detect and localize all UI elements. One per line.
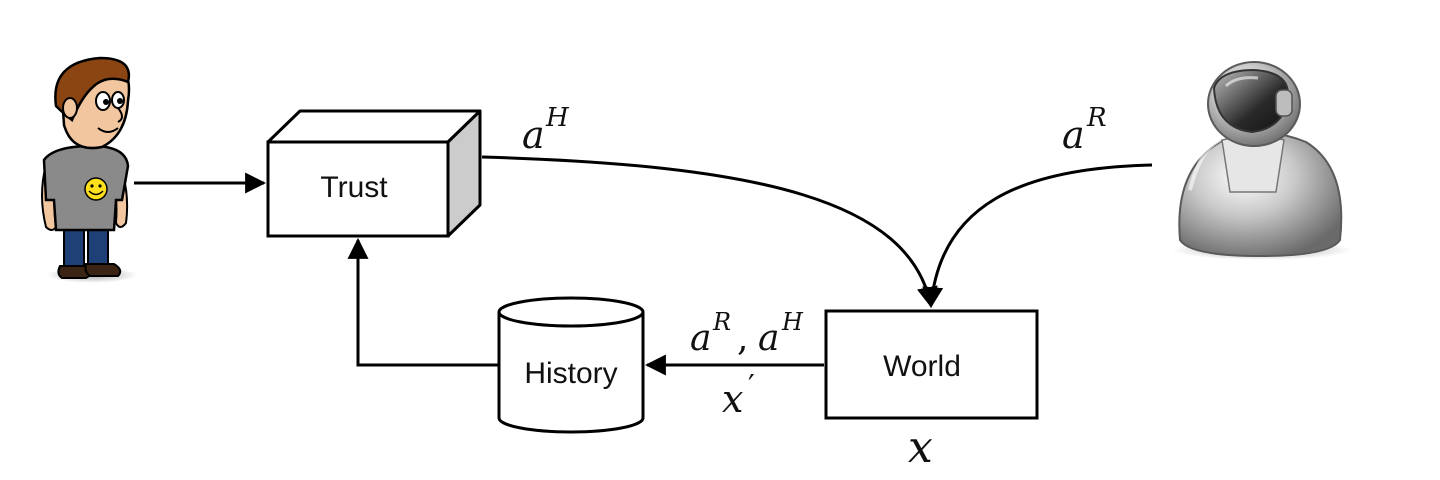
- world-node: World: [824, 309, 1039, 420]
- svg-text:x: x: [722, 377, 743, 421]
- svg-text:,: ,: [737, 318, 748, 359]
- human-person-icon: [41, 56, 137, 283]
- robot-action-label: a R: [1062, 103, 1107, 157]
- svg-text:a: a: [758, 318, 779, 359]
- trust-label: Trust: [320, 171, 388, 204]
- history-to-trust-arrow: [347, 237, 499, 367]
- svg-text:H: H: [545, 103, 570, 133]
- trust-node: Trust: [266, 109, 482, 238]
- world-to-history-top-label: a R , a H: [690, 308, 804, 359]
- robot-icon: [1172, 61, 1352, 260]
- robot-to-world-arrow: [922, 163, 1153, 309]
- svg-text:a: a: [522, 113, 545, 157]
- world-label: World: [883, 350, 961, 383]
- world-to-history-bottom-label: x ′: [722, 369, 755, 421]
- svg-text:R: R: [1086, 103, 1107, 133]
- svg-text:a: a: [1062, 113, 1085, 157]
- world-state-label: x: [908, 422, 933, 473]
- svg-text:a: a: [690, 318, 711, 359]
- history-node: History: [497, 296, 645, 434]
- human-action-label: a H: [522, 103, 570, 157]
- svg-text:H: H: [781, 308, 804, 336]
- history-label: History: [524, 357, 617, 390]
- svg-text:R: R: [712, 308, 731, 336]
- svg-text:x: x: [908, 422, 933, 473]
- trust-to-world-arrow: [481, 155, 938, 309]
- svg-text:′: ′: [748, 369, 755, 404]
